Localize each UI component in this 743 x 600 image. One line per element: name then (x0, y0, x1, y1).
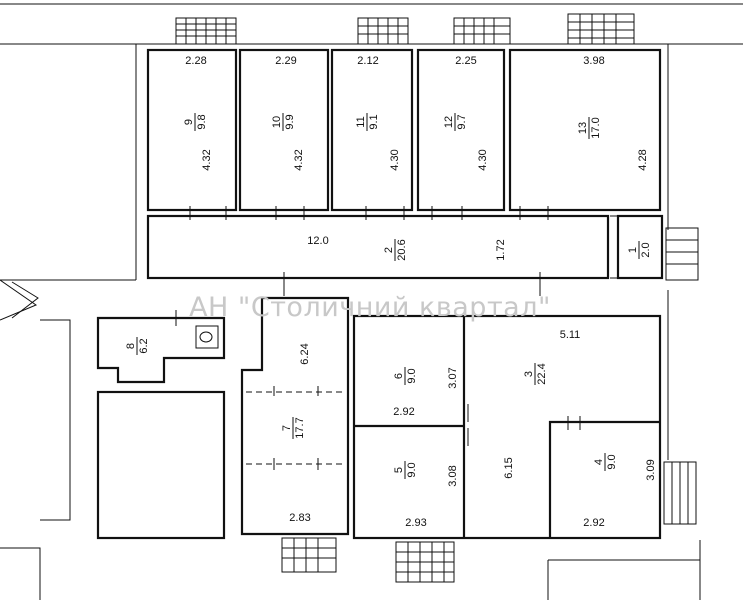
room-3-area: 22.4 (536, 363, 548, 384)
dim-corridor-length: 12.0 (307, 235, 328, 247)
room-8-area: 6.2 (138, 338, 150, 353)
room-12-outline (416, 48, 506, 212)
label-room-3: 3 22.4 (523, 363, 548, 385)
room-13-number: 13 (577, 122, 589, 134)
room-12-number: 12 (443, 116, 455, 128)
dim-r12-width: 2.25 (455, 55, 476, 67)
dim-r4-width: 2.92 (583, 517, 604, 529)
dim-r3-width: 5.11 (560, 329, 581, 341)
dim-r7-depth: 6.24 (299, 343, 311, 364)
dim-r9-depth: 4.32 (201, 149, 213, 170)
room-1-outline (616, 214, 664, 280)
door-marks (175, 206, 581, 470)
dim-r11-depth: 4.30 (389, 149, 401, 170)
room-6-area: 9.0 (406, 368, 418, 383)
toilet-icon (195, 325, 219, 349)
room-2-outline (146, 214, 610, 280)
stairs-top (175, 13, 635, 45)
room-3-number: 3 (523, 371, 535, 377)
room-11-outline (330, 48, 414, 212)
room-13-area: 17.0 (590, 117, 602, 138)
room-11-area: 9.1 (368, 114, 380, 129)
label-room-9: 9 9.8 (183, 113, 208, 131)
dim-r10-width: 2.29 (275, 55, 296, 67)
dim-r13-depth: 4.28 (637, 149, 649, 170)
room-8-outline (96, 316, 226, 384)
dim-corridor-width: 1.72 (495, 239, 507, 260)
label-room-6: 6 9.0 (393, 367, 418, 385)
room-5-area: 9.0 (406, 462, 418, 477)
room-4-number: 4 (593, 459, 605, 465)
room-10-number: 10 (271, 116, 283, 128)
room-11-number: 11 (355, 116, 367, 127)
room-13-outline (508, 48, 662, 212)
dim-r5-depth: 3.08 (447, 465, 459, 486)
label-room-7: 7 17.7 (281, 417, 306, 439)
dim-r11-width: 2.12 (357, 55, 378, 67)
label-room-8: 8 6.2 (125, 337, 150, 355)
stairs-side (281, 227, 699, 583)
dim-r13-width: 3.98 (583, 55, 604, 67)
dim-r12-depth: 4.30 (477, 149, 489, 170)
room-9-outline (146, 48, 238, 212)
room-2-area: 20.6 (396, 239, 408, 260)
room-7-number: 7 (281, 425, 293, 431)
dim-r9-width: 2.28 (185, 55, 206, 67)
label-room-1: 1 2.0 (627, 241, 652, 259)
label-room-11: 11 9.1 (355, 113, 380, 131)
label-room-4: 4 9.0 (593, 453, 618, 471)
room-7-area: 17.7 (294, 417, 306, 438)
label-room-13: 13 17.0 (577, 117, 602, 139)
room-1-area: 2.0 (640, 242, 652, 257)
label-room-5: 5 9.0 (393, 461, 418, 479)
shaft-box (96, 390, 226, 540)
room-12-area: 9.7 (456, 114, 468, 129)
dim-r7-width: 2.83 (289, 512, 310, 524)
room-2-number: 2 (383, 247, 395, 253)
room-9-area: 9.8 (196, 114, 208, 129)
label-room-12: 12 9.7 (443, 113, 468, 131)
room-8-number: 8 (125, 343, 137, 349)
dim-r10-depth: 4.32 (293, 149, 305, 170)
label-room-10: 10 9.9 (271, 113, 296, 131)
room-7-outline (240, 296, 350, 536)
dim-r4-depth: 3.09 (645, 459, 657, 480)
watermark-text: АН "Столичний квартал" (189, 292, 551, 323)
room-10-outline (238, 48, 330, 212)
dim-r5-width: 2.93 (405, 517, 426, 529)
dim-r6-width: 2.92 (393, 406, 414, 418)
room-1-number: 1 (627, 247, 639, 253)
room-9-number: 9 (183, 119, 195, 125)
room-6-number: 6 (393, 373, 405, 379)
dim-r6-depth: 3.07 (447, 367, 459, 388)
room-4-area: 9.0 (606, 454, 618, 469)
dim-r3-depth: 6.15 (503, 457, 515, 478)
room-10-area: 9.9 (284, 114, 296, 129)
room-5-number: 5 (393, 467, 405, 473)
label-room-2: 2 20.6 (383, 239, 408, 261)
